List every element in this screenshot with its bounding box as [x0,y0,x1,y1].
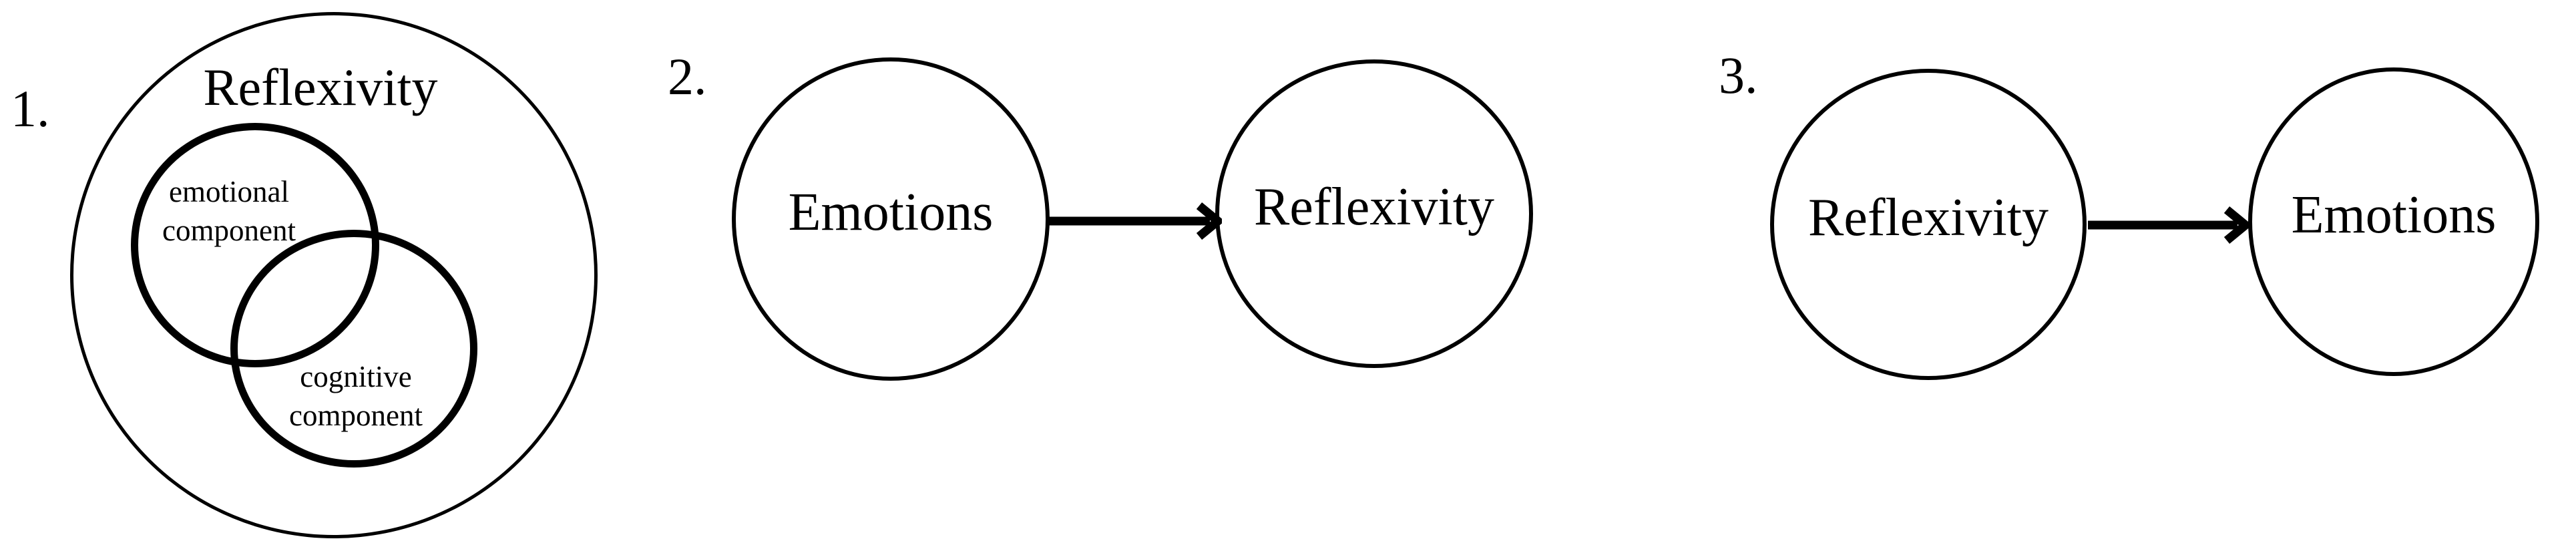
arrow-right-icon [1048,202,1222,240]
emotions-node-d2-label: Emotions [788,183,994,242]
reflexivity-node-d3: Reflexivity [1770,69,2087,380]
reflexivity-node-d2: Reflexivity [1215,59,1533,368]
reflexivity-node-d3-label: Reflexivity [1808,188,2049,247]
cognitive-component-line2: component [289,399,423,432]
reflexivity-label: Reflexivity [203,58,438,116]
reflexivity-outer-circle [70,12,598,538]
emotional-component-label: emotional component [122,172,336,250]
reflexivity-node-d2-label: Reflexivity [1254,178,1494,236]
diagram-2-number: 2. [668,47,707,106]
cognitive-component-label: cognitive component [249,357,463,435]
emotions-node-d3-label: Emotions [2291,186,2497,244]
emotional-component-line2: component [162,214,296,247]
emotional-component-line1: emotional [169,175,289,208]
cognitive-component-line1: cognitive [300,360,412,393]
diagram-3-number: 3. [1719,46,1758,104]
arrow-right-icon [2088,206,2249,244]
cognitive-component-circle [230,230,477,468]
emotions-node-d3: Emotions [2248,67,2539,376]
diagram-1-number: 1. [11,79,50,138]
emotions-node-d2: Emotions [732,57,1050,381]
